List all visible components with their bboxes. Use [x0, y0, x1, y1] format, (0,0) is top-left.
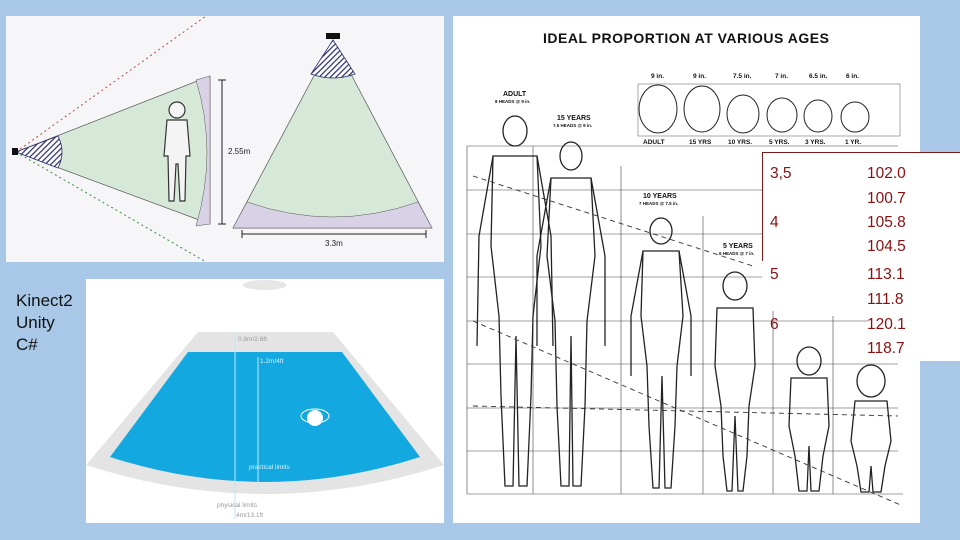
label-csharp: C# [16, 335, 38, 354]
practical-bottom-label: 3.5m/11.5ft [260, 485, 292, 492]
head-age-5: 5 YRS. [769, 139, 790, 146]
fig-sub-5: 6 HEADS @ 7 in. [719, 251, 754, 256]
head-size-5: 7 in. [775, 73, 788, 80]
table-age: 3,5 [770, 165, 792, 182]
side-view-far-band [195, 75, 211, 227]
head-age-1: 1 YR. [845, 139, 861, 146]
head-age-10: 10 YRS. [728, 139, 752, 146]
kinect-fov-diagram: 2.55m 3.3m [6, 15, 444, 263]
table-value: 118.7 [867, 340, 905, 357]
width-label: 3.3m [325, 239, 343, 248]
head-age-3: 3 YRS. [805, 139, 826, 146]
person-silhouette-icon [163, 101, 191, 202]
label-unity: Unity [16, 313, 55, 332]
head-size-1: 6 in. [846, 73, 859, 80]
kinect-fov-svg: 2.55m 3.3m [12, 15, 433, 263]
table-age: 6 [770, 316, 779, 333]
fig-label-10: 10 YEARS [643, 193, 677, 200]
table-age: 5 [770, 266, 779, 283]
sensor-top-icon [243, 280, 287, 290]
head-size-adult: 9 in. [651, 73, 664, 80]
practical-top-label: 1.2m/4ft [260, 358, 284, 365]
fig-sub-15: 7.5 HEADS @ 9 in. [553, 123, 592, 128]
near-limit-label: 0.8m/2.6ft [238, 336, 267, 343]
figure-outlines [476, 115, 892, 493]
fig-sub-adult: 8 HEADS @ 9 in. [495, 99, 530, 104]
top-view-dead-zone [310, 39, 356, 79]
table-age: 4 [770, 214, 779, 231]
fig-label-15: 15 YEARS [557, 115, 591, 122]
table-value: 105.8 [867, 214, 906, 231]
kinect-sensor-top-icon [326, 33, 340, 39]
physical-bottom-label: 4m/13.1ft [236, 512, 263, 519]
side-view-dead-zone [14, 135, 63, 169]
side-labels: Kinect2 Unity C# [16, 290, 73, 356]
top-view-far-band [232, 201, 433, 229]
table-value: 104.5 [867, 238, 906, 255]
height-table-mid [762, 261, 960, 311]
head-size-15: 9 in. [693, 73, 706, 80]
player-marker-icon [307, 410, 323, 426]
table-value: 113.1 [867, 266, 905, 283]
proportion-guides [472, 175, 904, 507]
table-value: 120.1 [867, 316, 906, 333]
height-label: 2.55m [228, 147, 251, 156]
practical-limits-label: practical limits [249, 464, 291, 471]
fig-label-5: 5 YEARS [723, 243, 753, 250]
range-svg: 0.8m/2.6ft 1.2m/4ft practical limits 3.5… [86, 280, 444, 519]
fov-ray-top [15, 15, 207, 153]
head-size-10: 7.5 in. [733, 73, 752, 80]
kinect-sensor-side-icon [12, 148, 18, 155]
physical-limits-label: physical limits [217, 502, 258, 509]
head-age-15: 15 YRS [689, 139, 712, 146]
label-kinect2: Kinect2 [16, 291, 73, 310]
height-table [762, 152, 960, 263]
proportion-title: IDEAL PROPORTION AT VARIOUS AGES [543, 30, 829, 46]
height-table-end [868, 311, 960, 361]
table-value: 111.8 [867, 291, 904, 308]
table-value: 100.7 [867, 190, 906, 207]
head-outlines [637, 83, 901, 137]
table-value: 102.0 [867, 165, 906, 182]
head-size-3: 6.5 in. [809, 73, 828, 80]
fig-sub-10: 7 HEADS @ 7.5 in. [639, 201, 678, 206]
fov-ray-bottom [15, 151, 207, 263]
kinect-range-diagram: 0.8m/2.6ft 1.2m/4ft practical limits 3.5… [86, 279, 444, 523]
practical-range-area [110, 352, 420, 482]
head-age-adult: ADULT [643, 139, 665, 146]
fig-label-adult: ADULT [503, 91, 527, 98]
